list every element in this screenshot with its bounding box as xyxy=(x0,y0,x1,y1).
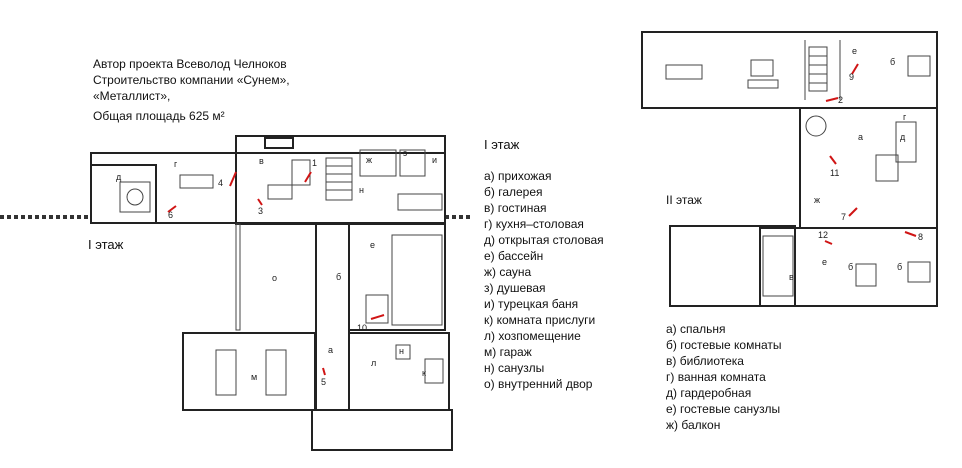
room-letter: а xyxy=(328,345,333,355)
legend-item: к) комната прислуги xyxy=(484,313,596,327)
room-letter: д xyxy=(116,172,122,182)
room-letter: м xyxy=(251,372,257,382)
view-marker: 10 xyxy=(357,323,367,333)
legend-item: ж) сауна xyxy=(484,265,532,279)
room-letter: в xyxy=(259,156,264,166)
room-letter: д xyxy=(900,132,906,142)
room-letter: з xyxy=(403,148,407,158)
room-letter: к xyxy=(422,368,426,378)
legend-item: в) библиотека xyxy=(666,354,744,368)
floor1-plan-label: I этаж xyxy=(88,237,124,252)
legend-item: а) спальня xyxy=(666,322,726,336)
author-line-2: Строительство компании «Сунем», xyxy=(93,73,290,87)
room-letter: б xyxy=(890,57,895,67)
legend-item: д) открытая столовая xyxy=(484,233,604,247)
room-letter: е xyxy=(822,257,827,267)
author-line-1: Автор проекта Всеволод Челноков xyxy=(93,57,287,71)
room-letter: б xyxy=(848,262,853,272)
view-marker: 6 xyxy=(168,210,173,220)
floor2-label: II этаж xyxy=(666,193,702,207)
room-letter: о xyxy=(272,273,277,283)
legend-item: л) хозпомещение xyxy=(484,329,581,343)
room-letter: е xyxy=(370,240,375,250)
floor1-legend: а) прихожая б) галерея в) гостиная г) ку… xyxy=(484,168,604,392)
room-letter: ж xyxy=(366,155,372,165)
view-marker: 5 xyxy=(321,377,326,387)
view-marker: 2 xyxy=(838,95,843,105)
room-letter: а xyxy=(858,132,863,142)
legend-item: е) гостевые санузлы xyxy=(666,402,781,416)
room-letter: и xyxy=(432,155,437,165)
floor2-legend: а) спальня б) гостевые комнаты в) библио… xyxy=(666,321,782,433)
legend-item: о) внутренний двор xyxy=(484,377,593,391)
view-marker: 4 xyxy=(218,178,223,188)
view-marker: 9 xyxy=(849,72,854,82)
legend-item: з) душевая xyxy=(484,281,546,295)
floor2-plan: е б г а д ж в е б б 9 2 11 7 8 12 xyxy=(641,31,938,307)
floor1-plan: д г в о б е ж з и н м а л к н 1 3 4 6 xyxy=(0,135,470,451)
legend-item: а) прихожая xyxy=(484,169,552,183)
view-marker: 3 xyxy=(258,206,263,216)
room-letter: л xyxy=(371,358,376,368)
floor1-heading: I этаж xyxy=(484,137,520,152)
view-marker: 7 xyxy=(841,212,846,222)
room-letter: г xyxy=(903,112,907,122)
room-letter: н xyxy=(399,346,404,356)
view-marker: 11 xyxy=(830,168,839,178)
total-area: Общая площадь 625 м² xyxy=(93,109,225,123)
legend-item: г) кухня–столовая xyxy=(484,217,584,231)
room-letter: в xyxy=(789,272,794,282)
property-line xyxy=(0,215,470,219)
view-marker: 1 xyxy=(312,158,317,168)
legend-item: и) турецкая баня xyxy=(484,297,579,311)
room-letter: е xyxy=(852,46,857,56)
author-line-3: «Металлист», xyxy=(93,89,171,103)
legend-item: г) ванная комната xyxy=(666,370,766,384)
room-letter: н xyxy=(359,185,364,195)
legend-item: д) гардеробная xyxy=(666,386,752,400)
view-marker: 8 xyxy=(918,232,923,242)
room-letter: б xyxy=(897,262,902,272)
room-letter: ж xyxy=(814,195,820,205)
room-letter: г xyxy=(174,159,178,169)
legend-item: н) санузлы xyxy=(484,361,545,375)
legend-item: ж) балкон xyxy=(666,418,721,432)
legend-item: е) бассейн xyxy=(484,249,544,263)
legend-item: б) гостевые комнаты xyxy=(666,338,782,352)
legend-item: б) галерея xyxy=(484,185,543,199)
room-letter: б xyxy=(336,272,341,282)
legend-item: в) гостиная xyxy=(484,201,547,215)
legend-item: м) гараж xyxy=(484,345,532,359)
view-marker: 12 xyxy=(818,230,828,240)
